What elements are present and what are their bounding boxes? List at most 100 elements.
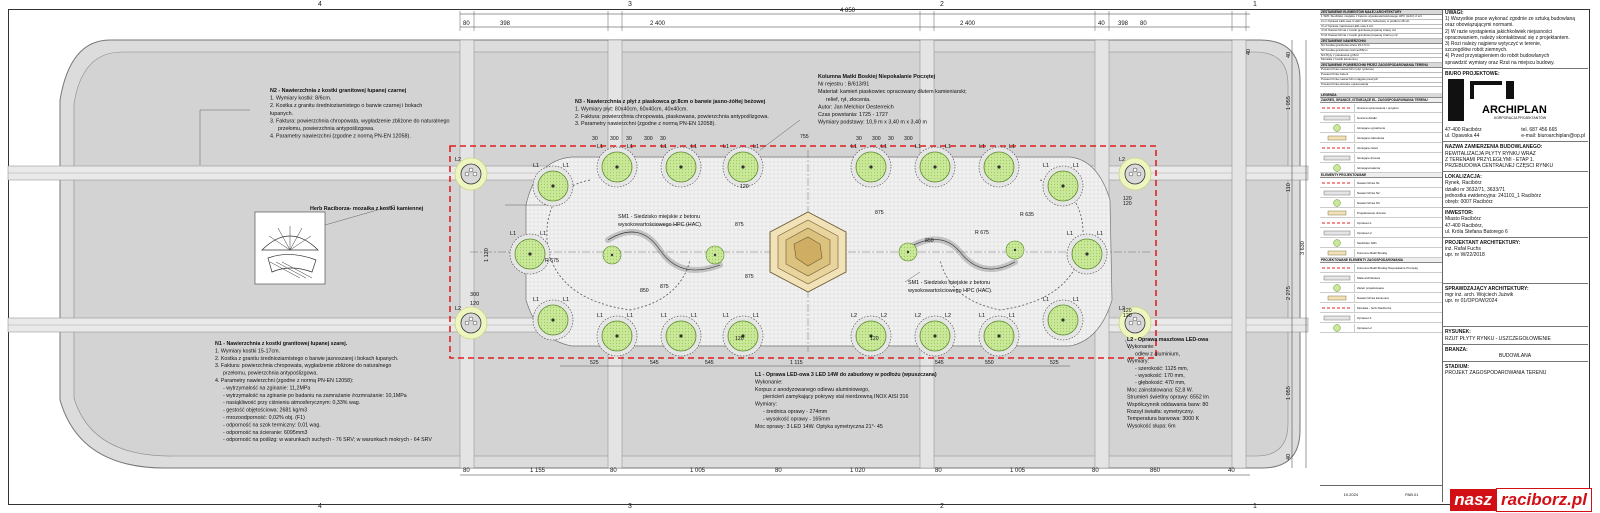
sheet-frame bbox=[8, 9, 1590, 505]
note-n1-line: - nasiąkliwość przy ciśnieniu atmosferyc… bbox=[223, 400, 360, 406]
plan-dim: 300 bbox=[644, 136, 653, 142]
legend-text: Oprawa L1 bbox=[1357, 220, 1372, 225]
note-n1-line: 4. Parametry nawierzchni (zgodne z normą… bbox=[215, 378, 353, 384]
legend-text: Mała architektura bbox=[1357, 275, 1381, 280]
note-l2-line: - wysokość: 170 mm, bbox=[1135, 373, 1185, 379]
schedule-row: Powierzchnia obszaru opracowania bbox=[1320, 83, 1442, 88]
plan-dim: 300 bbox=[904, 136, 913, 142]
table-header: ZESTAWIENIE ELEMENTÓW MAŁEJ ARCHITEKTURY bbox=[1320, 10, 1442, 15]
note-l2-title: L2 - Oprawa masztowa LED-owa bbox=[1127, 337, 1208, 343]
tree-label-l1: L1 bbox=[533, 163, 539, 169]
legend-text: Oprawa L1 bbox=[1357, 315, 1372, 320]
note-n2-line: 2. Kostka z granitu średnioziarnistego o… bbox=[270, 103, 422, 109]
grid-number-bottom: 4 bbox=[318, 503, 322, 510]
plan-dim: 120 bbox=[1123, 313, 1132, 319]
tree-label-l1: L1 bbox=[1097, 231, 1103, 237]
inwestor-line: ul. Króla Stefana Batorego 6 bbox=[1445, 228, 1508, 235]
tree-label-l1: L1 bbox=[563, 163, 569, 169]
grid-number-bottom: 2 bbox=[940, 503, 944, 510]
stadium-value: PROJEKT ZAGOSPODAROWANIA TERENU bbox=[1445, 370, 1547, 377]
note-n2: N2 - Nawierzchnia z kostki granitowej łu… bbox=[270, 88, 450, 140]
lamp-l2: L2 bbox=[1118, 306, 1152, 340]
tree-label-l1: L1 bbox=[1073, 163, 1079, 169]
lamp-label-l2: L2 bbox=[1119, 157, 1125, 163]
legend-row: Projektowane drzewa bbox=[1320, 208, 1442, 219]
schedule-row: 1 SM1 Siedzisko miejskie z betonu wysoko… bbox=[1320, 15, 1442, 20]
legend-row: Mozaika - herb Raciborza bbox=[1320, 303, 1442, 314]
dim-bottom-part: 1 020 bbox=[850, 468, 866, 474]
dim-bottom-part: 860 bbox=[1150, 468, 1161, 474]
table-header: ZESTAWIENIE POWIERZCHNI PRZEZ ZAGOSPODAR… bbox=[1320, 63, 1442, 69]
legend-text: Kolumna Matki Boskiej bbox=[1357, 250, 1388, 255]
plan-dim: 120 bbox=[735, 336, 744, 342]
note-column-line: Wymiary podstawy: 10,9 m x 3,40 m x 3,40… bbox=[818, 120, 928, 126]
uwagi-line: 3) Rozi należy najpierw wytyczyć w teren… bbox=[1445, 41, 1542, 48]
dim-top-part: 40 bbox=[1098, 21, 1105, 27]
note-sm1: SM1 - Siedzisko miejskie z betonu bbox=[908, 280, 990, 286]
legend-row: Istniejące drzewa bbox=[1320, 153, 1442, 164]
projektant-label: PROJEKTANT ARCHITEKTURY: bbox=[1445, 240, 1521, 247]
tree-label-l1: L2 bbox=[945, 313, 951, 319]
legend-text: Istniejąca latarnia bbox=[1357, 165, 1381, 170]
note-n1-line: 3. Faktura: powierzchnia chropowata, wyg… bbox=[215, 363, 391, 369]
sprawdzajacy-line: upr. nr 01/OPO/W/2024 bbox=[1445, 298, 1498, 305]
legend-row: Siedzisko SM1 bbox=[1320, 238, 1442, 249]
legend-symbol bbox=[1320, 188, 1355, 197]
column-monument bbox=[769, 211, 847, 293]
vertical-path bbox=[1231, 39, 1247, 469]
plan-dim: 120 bbox=[1123, 196, 1132, 202]
legend-text: Oprawa L2 bbox=[1357, 325, 1372, 330]
table-header: ZESTAWIENIE NAWIERZCHNI bbox=[1320, 38, 1442, 44]
grid-number-bottom: 1 bbox=[1253, 503, 1257, 510]
watermark-part-b: raciborz.pl bbox=[1496, 488, 1592, 512]
tree-label-l1: L1 bbox=[851, 144, 857, 150]
rysunek-value: RZUT PŁYTY RYNKU - USZCZEGÓŁOWIENIE bbox=[1445, 335, 1551, 342]
lamp-l2: L2 bbox=[454, 306, 488, 340]
note-n2-line: 4. Parametry nawierzchni (zgodne z normą… bbox=[270, 134, 411, 140]
legend-symbol bbox=[1320, 103, 1355, 112]
note-column-line: Nr rejestru : B/613/91 bbox=[818, 82, 869, 88]
tree-label-l1: L1 bbox=[597, 313, 603, 319]
tree-label-l1: L1 bbox=[723, 144, 729, 150]
lamp-label-l2: L2 bbox=[455, 157, 461, 163]
legend-text: Nawierzchnia N1 bbox=[1357, 180, 1380, 185]
uwagi-line: 1) Wszystkie prace wykonać zgodnie ze sz… bbox=[1445, 16, 1576, 23]
note-n1-line: - wytrzymałość na zginanie: 11,2MPa bbox=[223, 385, 310, 391]
legend-symbol bbox=[1320, 303, 1355, 312]
grid-number-top: 1 bbox=[1253, 1, 1257, 8]
note-l1-line: Moc oprawy: 3 LED 14W. Optyka symetryczn… bbox=[755, 424, 883, 430]
note-l1-line: Korpus z anodyzowanego odlewu aluminiowe… bbox=[755, 387, 870, 393]
tree-label-l1: L1 bbox=[1073, 297, 1079, 303]
lokalizacja-line: Rynek, Racibórz bbox=[1445, 180, 1482, 187]
vertical-path bbox=[459, 39, 475, 469]
vertical-paths bbox=[459, 39, 1247, 469]
title-block-tables: ZESTAWIENIE ELEMENTÓW MAŁEJ ARCHITEKTURY… bbox=[1320, 10, 1443, 502]
lokalizacja-label: LOKALIZACJA: bbox=[1445, 174, 1482, 181]
legend-text: Istniejące ogrodzenie bbox=[1357, 125, 1386, 130]
legend-symbol bbox=[1320, 113, 1355, 122]
sprawdzajacy-label: SPRAWDZAJĄCY ARCHITEKTURY: bbox=[1445, 285, 1529, 292]
note-column-title: Kolumna Matki Boskiej Niepokalanie Poczę… bbox=[818, 74, 936, 80]
legend-symbol bbox=[1320, 208, 1355, 217]
note-column-line: Autor: Jan Melchior Oesterreich bbox=[818, 104, 894, 110]
note-l2-line: Wykonanie: bbox=[1127, 344, 1155, 350]
legend-text: Nawierzchnia N2 bbox=[1357, 190, 1380, 195]
note-l2-line: odlew z aluminium, bbox=[1135, 351, 1180, 357]
dim-left: 120 bbox=[470, 301, 479, 307]
project-boundary bbox=[449, 145, 1157, 359]
legend-row: Istniejąca zieleń bbox=[1320, 143, 1442, 154]
herb-mosaic bbox=[254, 211, 326, 285]
legend-symbol bbox=[1320, 323, 1355, 332]
dim-right: 1 055 bbox=[1286, 96, 1292, 110]
legend-symbol bbox=[1320, 273, 1355, 282]
tree-label-l1: L1 bbox=[881, 144, 887, 150]
plan-dim: 120 bbox=[1123, 201, 1132, 207]
schedule-row: Powierzchnia nawierzchni ciągów pieszych bbox=[1320, 78, 1442, 83]
legend-row: Istniejące ogrodzenie bbox=[1320, 123, 1442, 134]
biuro-label: BIURO PROJEKTOWE: bbox=[1445, 70, 1500, 77]
